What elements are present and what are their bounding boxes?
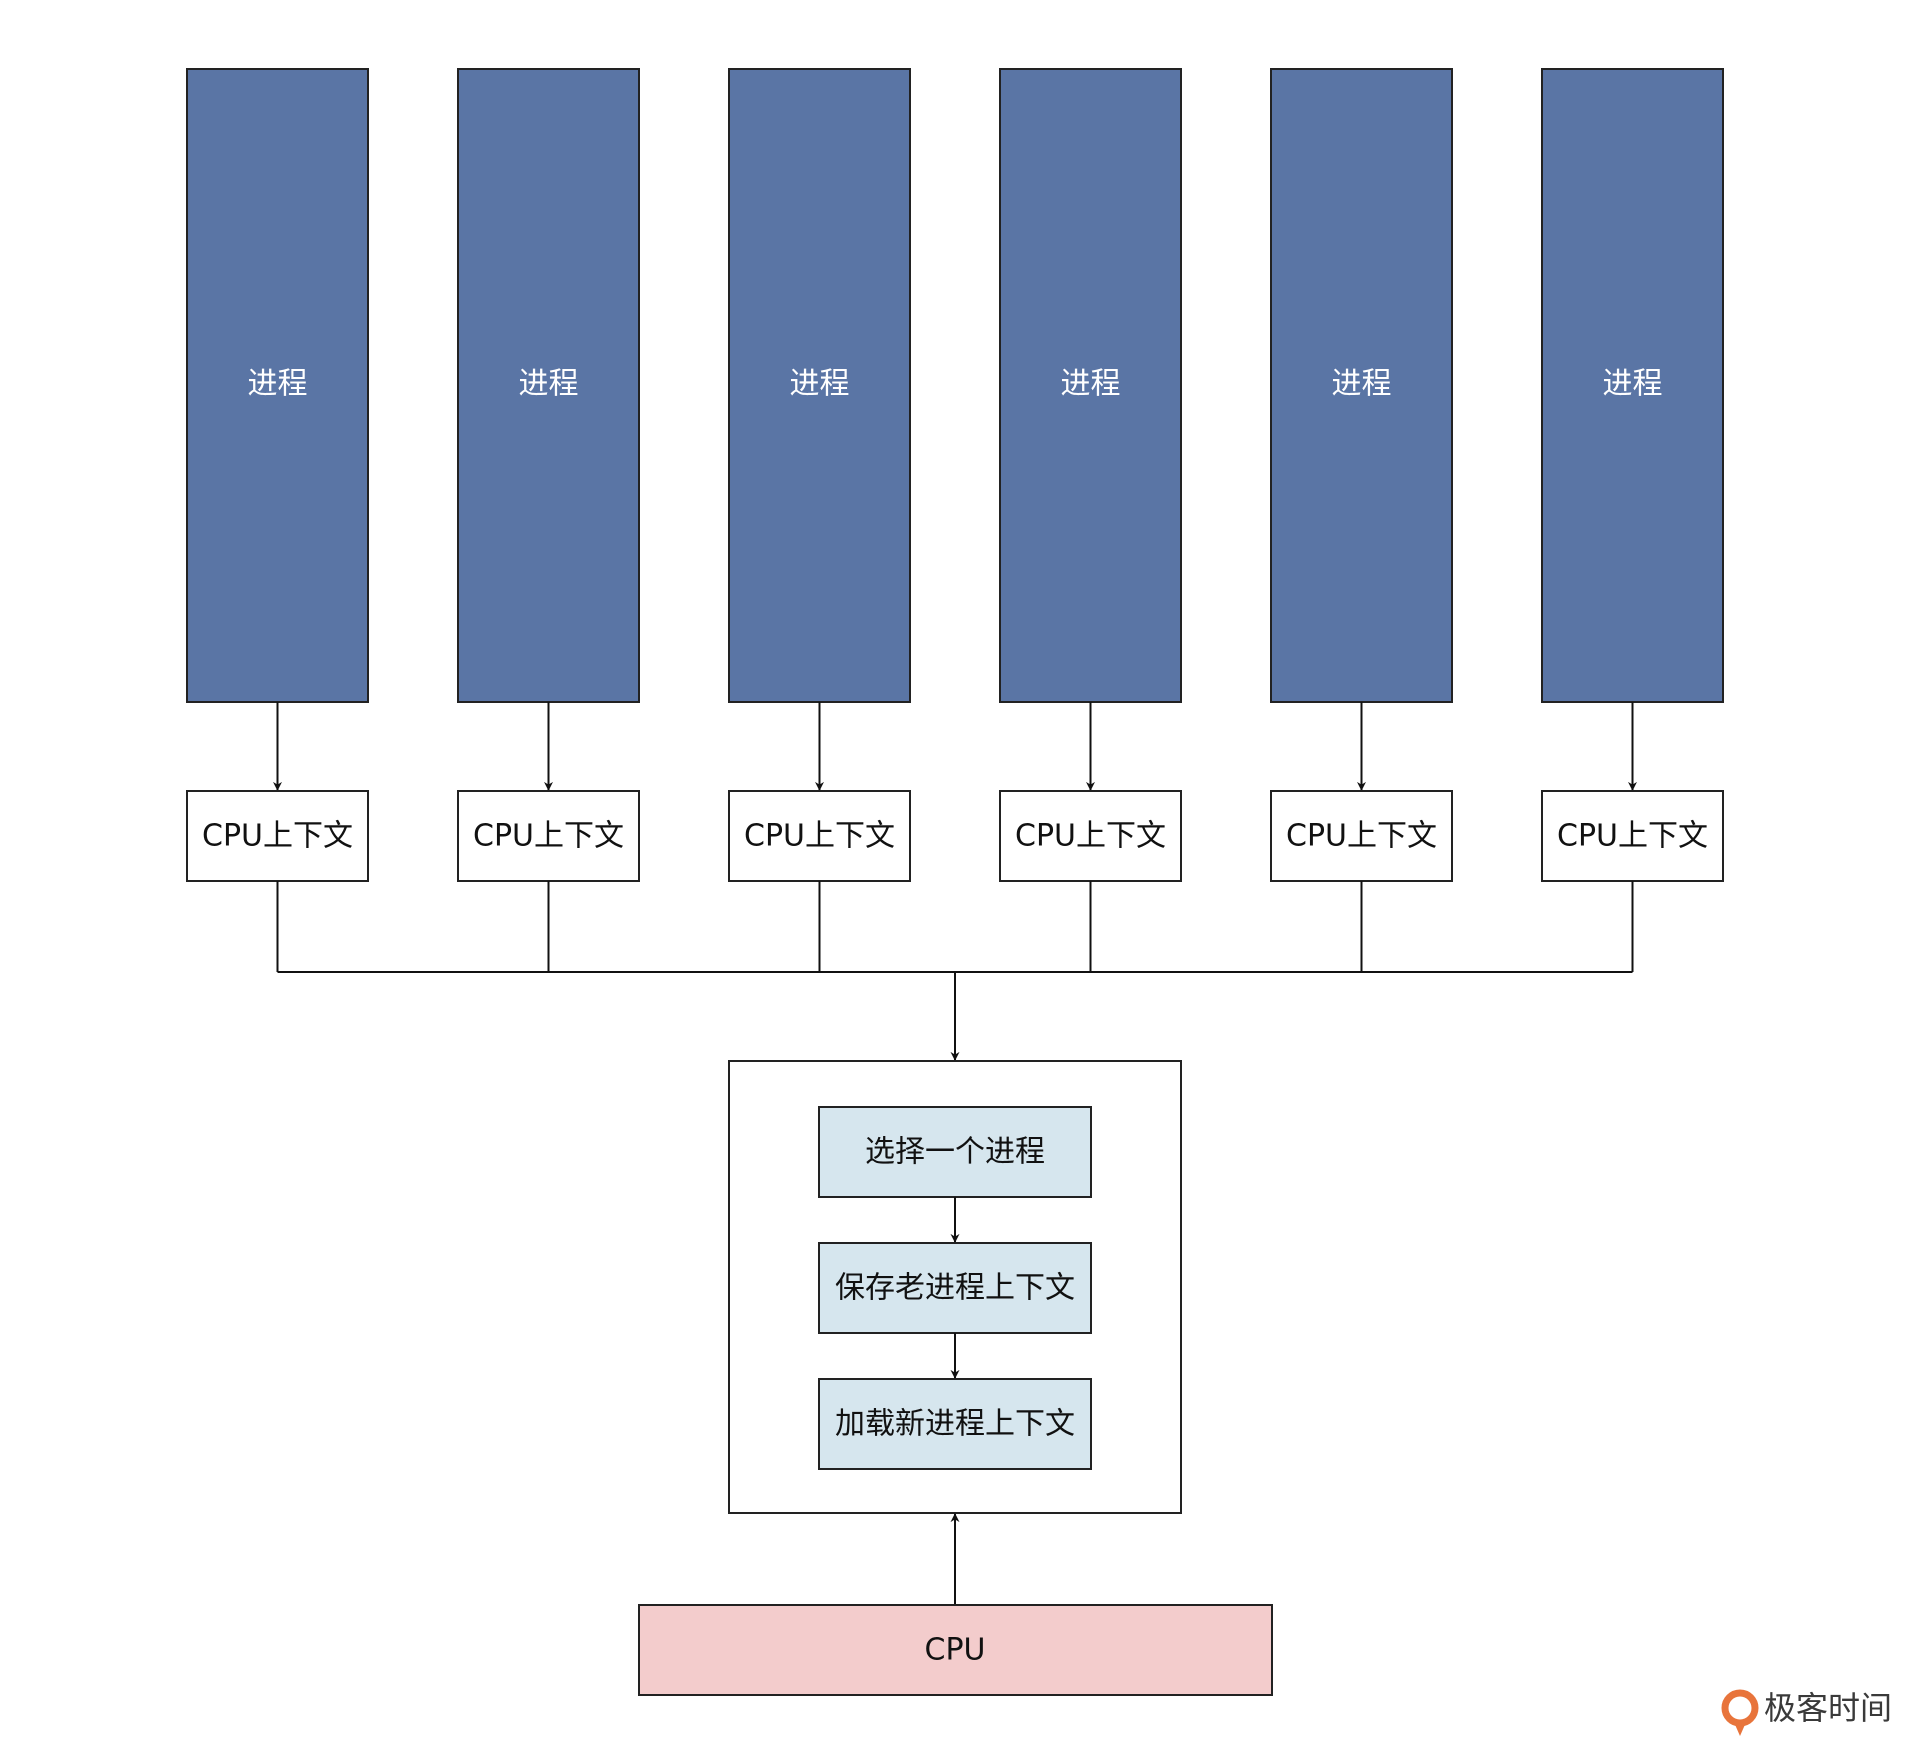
cpu-context-box [186, 790, 369, 882]
cpu-context-label: CPU上下文 [1286, 819, 1437, 854]
process-box [728, 68, 911, 703]
process-label: 进程 [248, 367, 308, 402]
cpu-context-label: CPU上下文 [202, 819, 353, 854]
process-label: 进程 [1061, 367, 1121, 402]
cpu-block: CPU [638, 1513, 1273, 1696]
process-box [999, 68, 1182, 703]
cpu-context-box [1541, 790, 1724, 882]
cpu-context-label: CPU上下文 [473, 819, 624, 854]
cpu-context-box [457, 790, 640, 882]
step-label: 保存老进程上下文 [835, 1271, 1075, 1306]
cpu-context-label: CPU上下文 [1015, 819, 1166, 854]
process-column-4: 进程 CPU上下文 [999, 68, 1182, 882]
process-column-2: 进程 CPU上下文 [457, 68, 640, 882]
process-box [1270, 68, 1453, 703]
step-label: 加载新进程上下文 [835, 1407, 1075, 1442]
cpu-context-label: CPU上下文 [744, 819, 895, 854]
process-label: 进程 [790, 367, 850, 402]
step-box-load-context [818, 1378, 1092, 1470]
process-label: 进程 [1603, 367, 1663, 402]
step-box-save-context [818, 1242, 1092, 1334]
process-columns: 进程 CPU上下文 进程 CPU上下文 进程 CPU上下文 进程 CPU上下文 [186, 68, 1724, 882]
process-column-3: 进程 CPU上下文 [728, 68, 911, 882]
scheduler: 选择一个进程 保存老进程上下文 加载新进程上下文 [728, 1060, 1182, 1514]
cpu-context-label: CPU上下文 [1557, 819, 1708, 854]
watermark-logo: 极客时间 [1721, 1689, 1892, 1736]
geektime-logo-icon [1721, 1689, 1759, 1736]
cpu-label: CPU [925, 1633, 986, 1668]
process-label: 进程 [519, 367, 579, 402]
process-box [1541, 68, 1724, 703]
cpu-context-box [1270, 790, 1453, 882]
step-label: 选择一个进程 [865, 1135, 1045, 1170]
process-column-1: 进程 CPU上下文 [186, 68, 369, 882]
process-column-6: 进程 CPU上下文 [1541, 68, 1724, 882]
cpu-context-box [999, 790, 1182, 882]
context-connector-bus [276, 881, 1634, 1061]
process-column-5: 进程 CPU上下文 [1270, 68, 1453, 882]
cpu-box [638, 1604, 1273, 1696]
process-box [186, 68, 369, 703]
watermark-text: 极客时间 [1764, 1689, 1892, 1727]
process-label: 进程 [1332, 367, 1392, 402]
